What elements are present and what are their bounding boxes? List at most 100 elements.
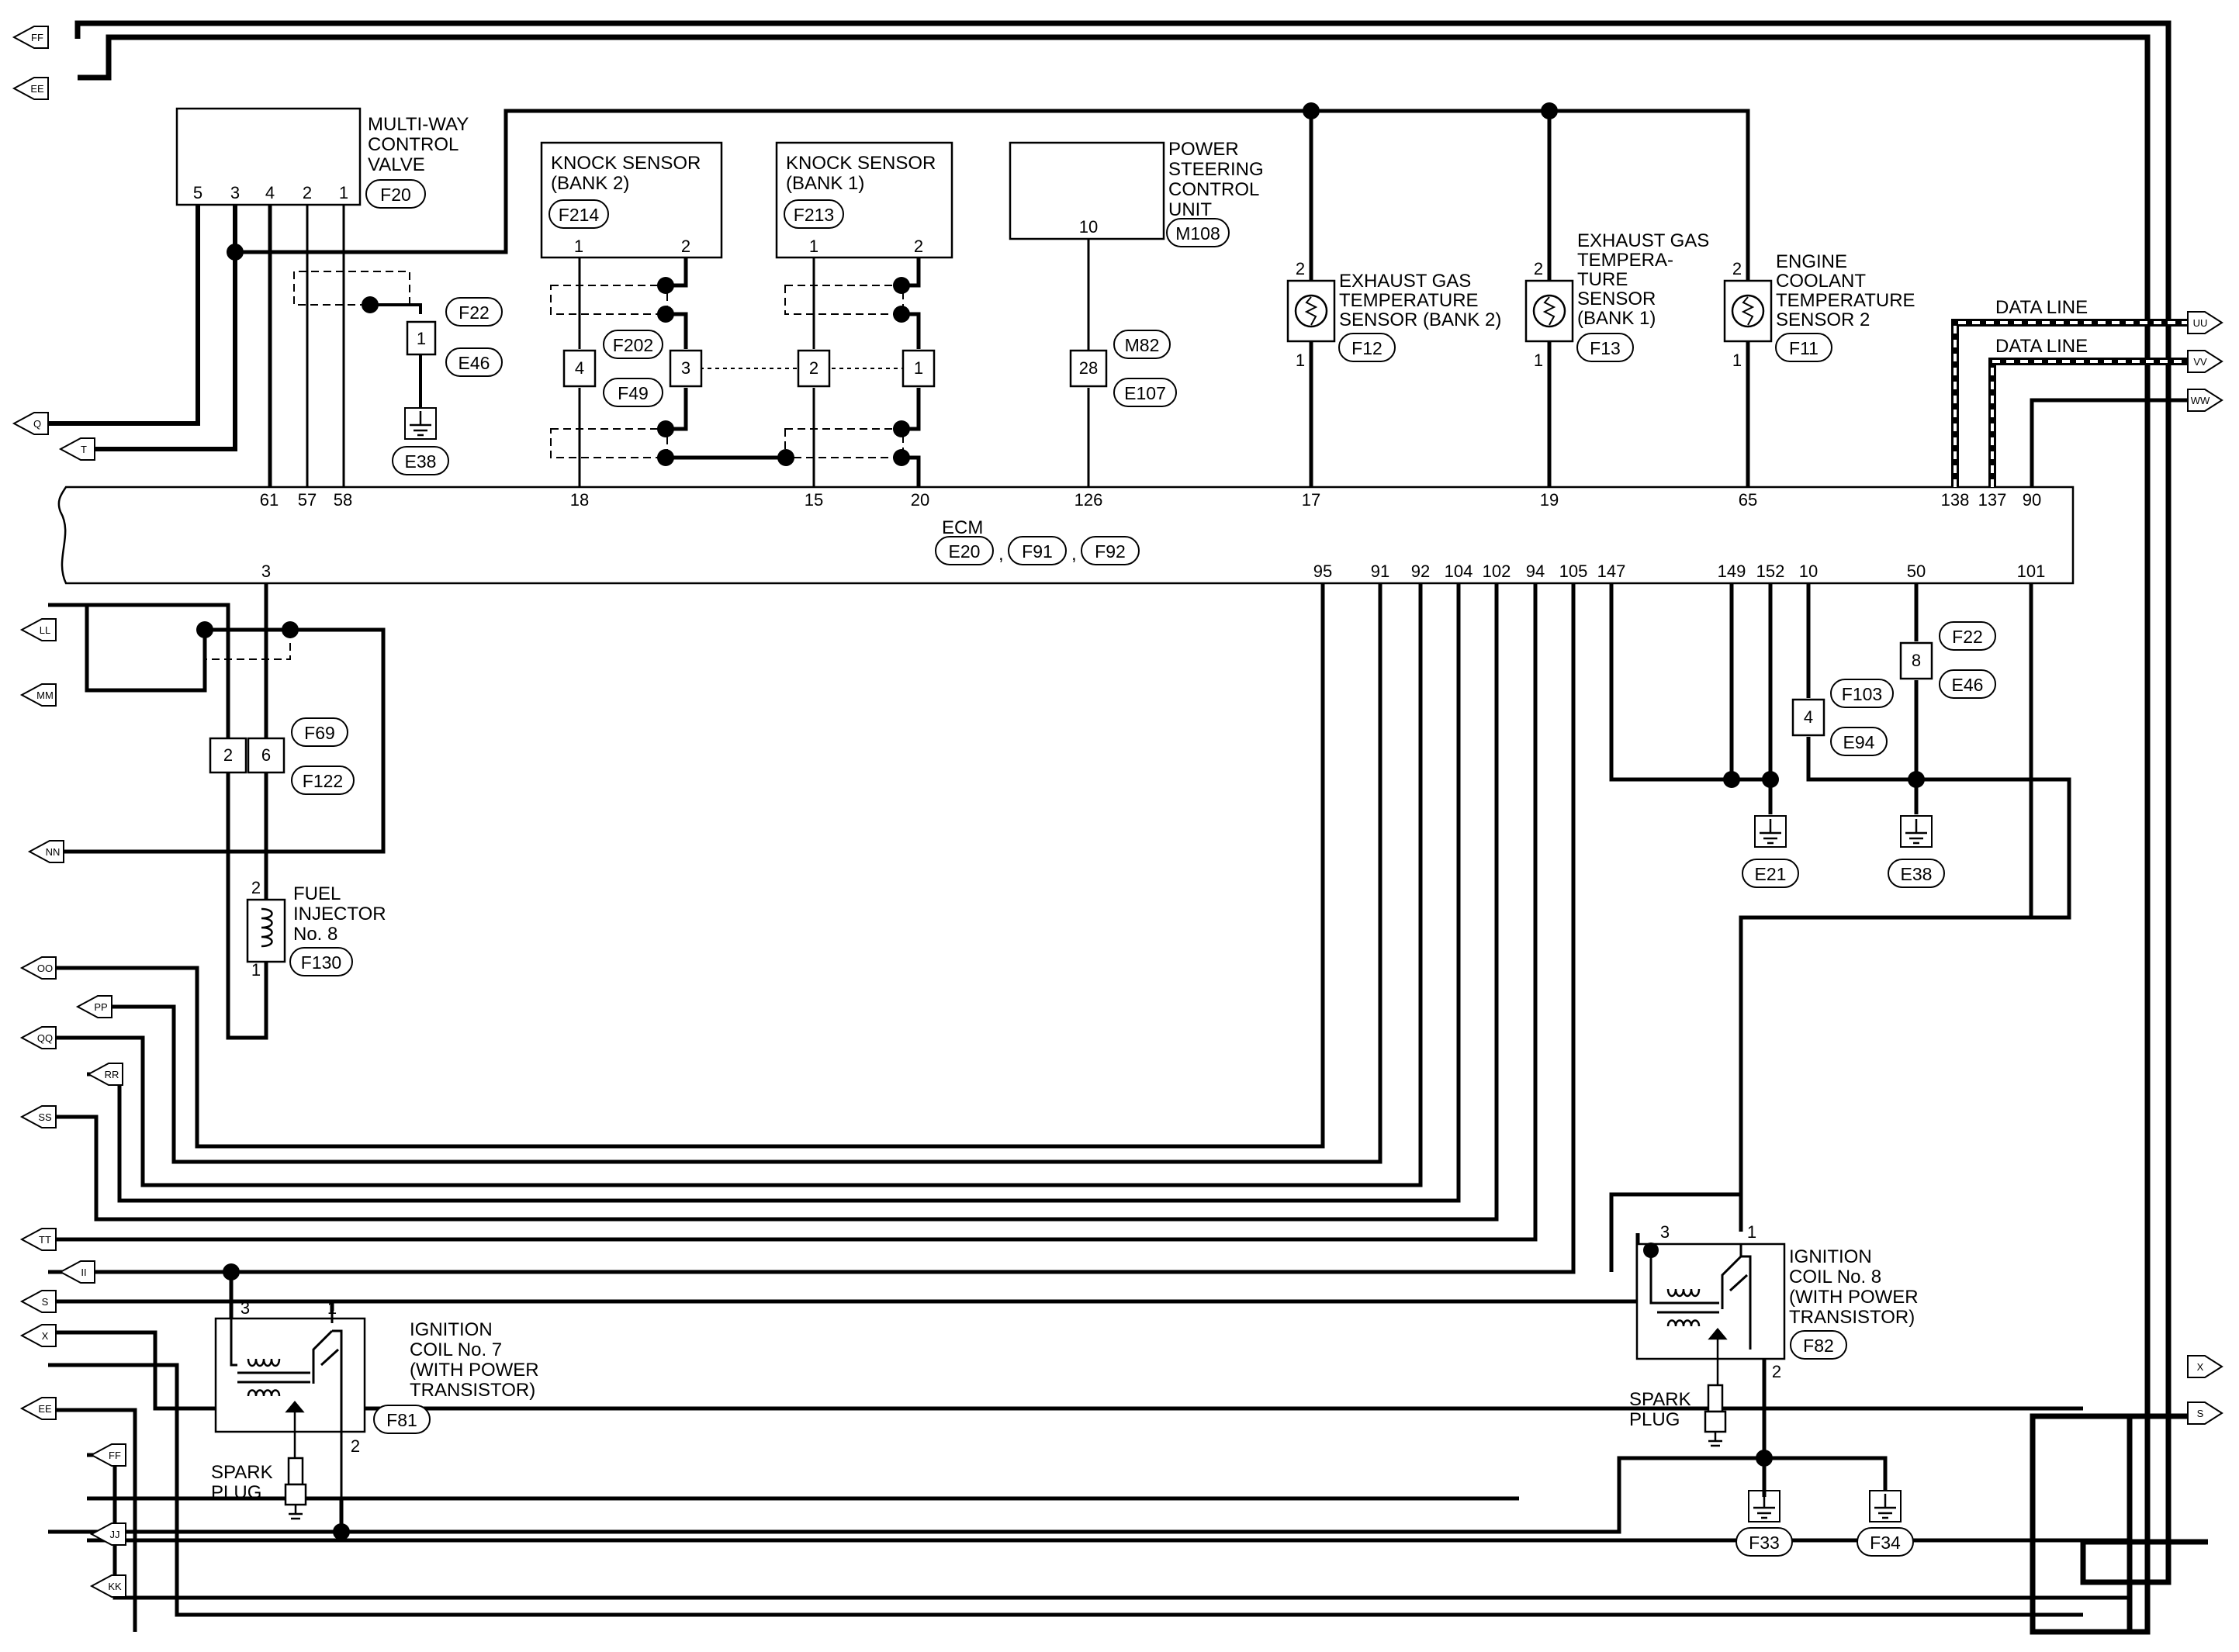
svg-text:4: 4	[575, 358, 584, 378]
svg-text:2: 2	[914, 237, 923, 256]
multiway-control-valve: MULTI-WAY CONTROL VALVE F20 5 3 4 2 1	[175, 107, 469, 209]
arrow-terminal-label: KK	[108, 1581, 122, 1592]
arrow-terminal-icon	[2187, 350, 2223, 373]
svg-text:,: ,	[998, 544, 1004, 565]
arrow-terminal-label: JJ	[110, 1529, 120, 1540]
arrow-terminal-icon	[75, 995, 112, 1018]
svg-text:FUEL: FUEL	[293, 883, 341, 904]
arrow-terminal-icon	[2187, 1401, 2223, 1425]
svg-text:1: 1	[574, 237, 583, 256]
svg-text:TRANSISTOR): TRANSISTOR)	[1789, 1307, 1915, 1328]
ecm-pin-label: 101	[2017, 562, 2046, 581]
outer-wires	[74, 20, 2208, 1635]
arrow-terminal-icon	[19, 618, 57, 641]
svg-text:E46: E46	[1952, 675, 1984, 695]
arrow-terminal-icon	[89, 1574, 126, 1598]
arrow-terminal-icon	[19, 683, 57, 707]
svg-text:4: 4	[1804, 707, 1813, 727]
power-steering-control-unit: POWER STEERING CONTROL UNIT M108 10 28 M…	[1009, 139, 1264, 487]
svg-text:TEMPERATURE: TEMPERATURE	[1339, 290, 1479, 311]
arrow-terminal-label: SS	[38, 1111, 52, 1123]
svg-text:(BANK 1): (BANK 1)	[786, 173, 864, 194]
arrow-terminal-label: T	[81, 444, 87, 455]
arrow-terminal-icon	[86, 1063, 123, 1086]
svg-text:1: 1	[1296, 351, 1305, 370]
arrow-terminal-icon	[2187, 1355, 2223, 1378]
arrow-terminal-label: OO	[37, 963, 53, 974]
svg-text:6: 6	[261, 745, 271, 765]
arrow-terminal-icon	[19, 956, 57, 980]
ground-f34: F34	[1857, 1490, 1914, 1557]
svg-text:2: 2	[351, 1436, 360, 1456]
ecm-connectors: E20 , F91 , F92	[935, 536, 1140, 565]
ignition-signal-wires	[48, 583, 2071, 1274]
svg-text:F22: F22	[459, 302, 490, 323]
arrow-terminal-icon	[19, 1105, 57, 1128]
svg-text:1: 1	[1732, 351, 1742, 370]
svg-text:F12: F12	[1351, 338, 1383, 358]
ecm-pin-label: 50	[1907, 562, 1926, 581]
svg-text:CONTROL: CONTROL	[368, 134, 459, 155]
svg-text:F122: F122	[303, 771, 343, 791]
multiway-connector: F20	[380, 185, 411, 205]
svg-text:F202: F202	[613, 335, 653, 355]
ground-f33: F33	[1735, 1490, 1793, 1557]
arrow-terminal-label: S	[2197, 1408, 2204, 1419]
arrow-terminal-icon	[2187, 311, 2223, 334]
svg-text:E21: E21	[1755, 864, 1787, 884]
svg-text:COOLANT: COOLANT	[1776, 271, 1866, 292]
svg-text:ENGINE: ENGINE	[1776, 251, 1847, 272]
ground-e38-right: E38	[1888, 815, 1945, 888]
svg-text:E107: E107	[1124, 383, 1166, 403]
arrow-terminal-label: Q	[33, 418, 41, 430]
arrow-terminal-icon	[89, 1443, 126, 1467]
svg-text:2: 2	[1534, 259, 1543, 278]
svg-text:3: 3	[230, 183, 240, 202]
arrow-terminal-label: FF	[31, 32, 43, 43]
svg-text:E94: E94	[1843, 732, 1875, 752]
ecm-pin-label: 92	[1411, 562, 1430, 581]
arrow-terminal-icon	[2187, 389, 2223, 412]
ecm-connector-2: F91	[1022, 541, 1053, 562]
ignition-coil-7: 3 1 2 IGNITION COIL No. 7 (WITH POWER TR…	[211, 1263, 539, 1520]
svg-text:2: 2	[223, 745, 233, 765]
svg-text:COIL No. 7: COIL No. 7	[410, 1339, 502, 1360]
svg-text:2: 2	[1772, 1362, 1781, 1381]
arrow-terminal-label: MM	[36, 689, 54, 701]
f202-f49-splice: 4 3 2 1 F202 F49	[562, 330, 936, 407]
arrow-terminal-icon	[12, 412, 49, 435]
ecm-pin-label: 138	[1941, 490, 1970, 510]
svg-text:E38: E38	[405, 451, 437, 472]
data-line-label-2: DATA LINE	[1995, 336, 2088, 357]
svg-text:1: 1	[327, 1298, 337, 1318]
svg-text:F130: F130	[301, 952, 341, 973]
svg-text:3: 3	[241, 1298, 250, 1318]
ecm-pin-label: 152	[1756, 562, 1785, 581]
ecm-pin-label: 149	[1718, 562, 1746, 581]
svg-text:TEMPERATURE: TEMPERATURE	[1776, 290, 1915, 311]
arrow-terminal-label: QQ	[37, 1032, 53, 1044]
arrow-terminal-label: S	[42, 1296, 49, 1308]
svg-text:TRANSISTOR): TRANSISTOR)	[410, 1380, 535, 1401]
shield-mwcv	[293, 271, 410, 306]
ecm-pin-label: 3	[261, 562, 271, 581]
arrow-terminal-label: WW	[2191, 395, 2210, 406]
exhaust-gas-temp-sensor-bank2: 2 1 EXHAUST GAS TEMPERATURE SENSOR (BANK…	[1286, 111, 1501, 487]
exhaust-gas-temp-sensor-bank1: 2 1 EXHAUST GAS TEMPERA- TURE SENSOR (BA…	[1524, 111, 1709, 487]
svg-text:(WITH POWER: (WITH POWER	[1789, 1287, 1919, 1308]
arrow-terminal-label: UU	[2193, 317, 2208, 329]
svg-text:F33: F33	[1749, 1533, 1780, 1553]
f22-e46-right-splice: 8 F22 E46	[1899, 621, 1996, 699]
svg-text:EXHAUST GAS: EXHAUST GAS	[1339, 271, 1471, 292]
svg-text:SENSOR: SENSOR	[1577, 289, 1656, 309]
svg-text:2: 2	[809, 358, 818, 378]
svg-text:E38: E38	[1901, 864, 1933, 884]
svg-text:VALVE: VALVE	[368, 154, 425, 175]
svg-text:INJECTOR: INJECTOR	[293, 904, 386, 924]
svg-text:UNIT: UNIT	[1168, 199, 1212, 220]
ecm-title: ECM	[942, 517, 983, 538]
svg-text:STEERING: STEERING	[1168, 159, 1264, 180]
svg-text:1: 1	[914, 358, 923, 378]
